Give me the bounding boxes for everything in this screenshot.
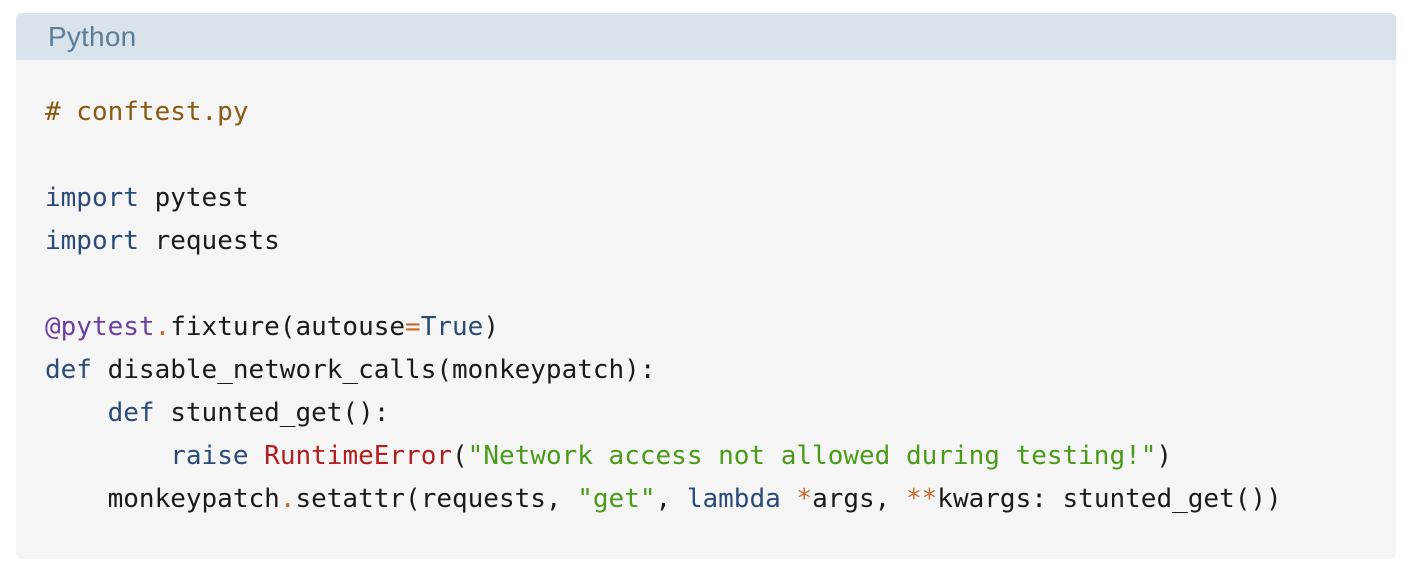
code-token-keyword: raise — [170, 441, 249, 471]
code-line: monkeypatch.setattr(requests, "get", lam… — [45, 478, 1396, 521]
code-line: @pytest.fixture(autouse=True) — [45, 306, 1396, 349]
code-token-plain — [249, 441, 265, 471]
code-token-keyword: def — [45, 355, 92, 385]
code-token-plain: ) — [1156, 441, 1173, 471]
code-token-builtin: True — [420, 312, 484, 342]
code-token-decorator: @pytest — [45, 312, 155, 342]
code-token-comment: # conftest.py — [45, 97, 249, 127]
code-token-operator: . — [154, 312, 171, 342]
code-token-keyword: def — [107, 398, 155, 428]
code-line — [45, 134, 1396, 177]
code-token-plain: monkeypatch — [45, 484, 280, 514]
code-token-string: "get" — [577, 484, 656, 514]
code-token-plain: ( — [452, 441, 468, 471]
code-token-keyword: import — [45, 226, 139, 256]
code-token-plain: requests — [138, 226, 280, 256]
code-token-plain: , — [655, 484, 687, 514]
code-token-plain: ) — [483, 312, 499, 342]
language-label: Python — [48, 20, 137, 52]
code-token-operator: * — [796, 484, 813, 514]
code-line: def disable_network_calls(monkeypatch): — [45, 349, 1396, 392]
code-token-operator: . — [279, 484, 296, 514]
code-token-operator: = — [405, 312, 421, 342]
code-token-keyword: lambda — [686, 484, 781, 514]
code-token-plain — [45, 398, 108, 428]
code-block-header: Python — [16, 13, 1396, 60]
code-token-plain: fixture(autouse — [170, 312, 406, 342]
code-line — [45, 263, 1396, 306]
code-token-plain: disable_network_calls(monkeypatch): — [91, 355, 656, 385]
code-line: import pytest — [45, 177, 1396, 220]
code-token-operator: ** — [905, 484, 938, 514]
code-line: raise RuntimeError("Network access not a… — [45, 435, 1396, 478]
code-token-plain: kwargs: stunted_get()) — [937, 484, 1282, 514]
code-token-plain — [45, 441, 170, 471]
code-token-plain: pytest — [138, 183, 249, 213]
code-token-plain: stunted_get(): — [154, 398, 390, 428]
code-line: # conftest.py — [45, 91, 1396, 134]
code-token-keyword: import — [45, 183, 139, 213]
code-token-plain: args, — [812, 484, 906, 514]
code-token-exception: RuntimeError — [264, 441, 453, 471]
code-token-plain — [781, 484, 797, 514]
code-token-string: "Network access not allowed during testi… — [467, 441, 1157, 471]
code-token-plain: setattr(requests, — [295, 484, 578, 514]
code-line: import requests — [45, 220, 1396, 263]
code-line: def stunted_get(): — [45, 392, 1396, 435]
